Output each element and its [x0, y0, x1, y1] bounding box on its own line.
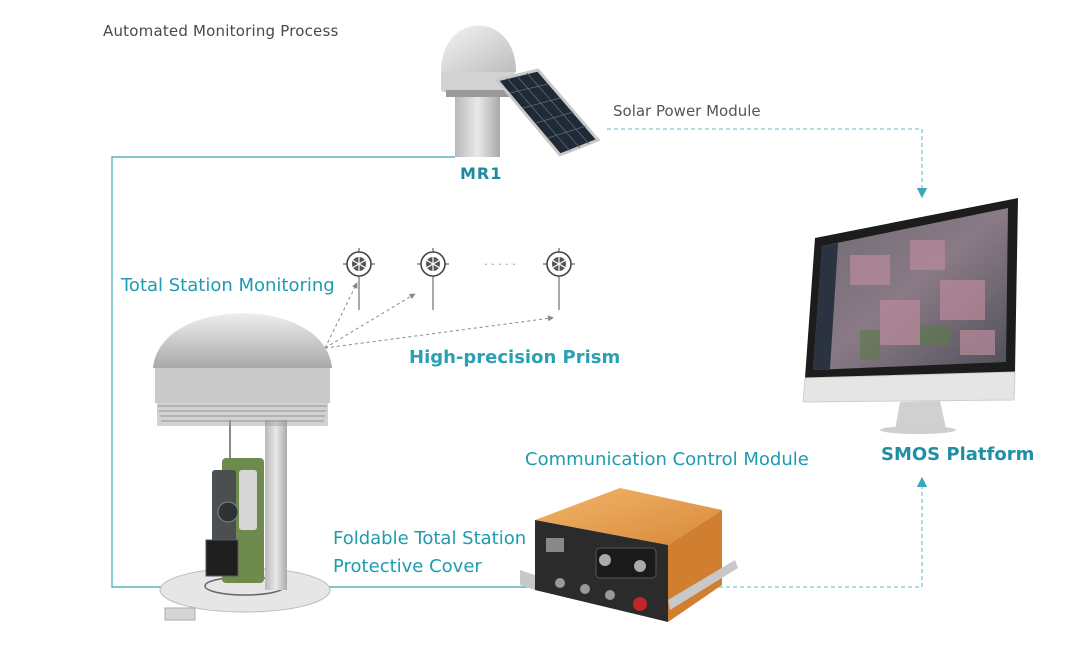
sight-lines	[324, 282, 554, 349]
prism-label: High-precision Prism	[409, 347, 621, 368]
comm-module-label: Communication Control Module	[525, 449, 809, 470]
monitor-icon	[802, 198, 1018, 434]
prism-ellipsis: · · · · ·	[484, 258, 516, 271]
cover-label-line1: Foldable Total Station	[333, 528, 527, 549]
connector-dashed	[607, 128, 928, 588]
smos-platform-label: SMOS Platform	[881, 444, 1035, 465]
prism-target-icon	[343, 248, 575, 310]
solar-power-label: Solar Power Module	[613, 102, 761, 120]
total-station-label: Total Station Monitoring	[121, 275, 335, 296]
diagram-title: Automated Monitoring Process	[103, 22, 339, 40]
control-module-icon	[520, 488, 738, 622]
cover-label-line2: Protective Cover	[333, 556, 482, 577]
gnss-dome-icon	[441, 25, 516, 157]
mr1-label: MR1	[460, 164, 503, 183]
total-station-icon	[153, 313, 332, 621]
solar-panel-icon	[494, 68, 601, 157]
